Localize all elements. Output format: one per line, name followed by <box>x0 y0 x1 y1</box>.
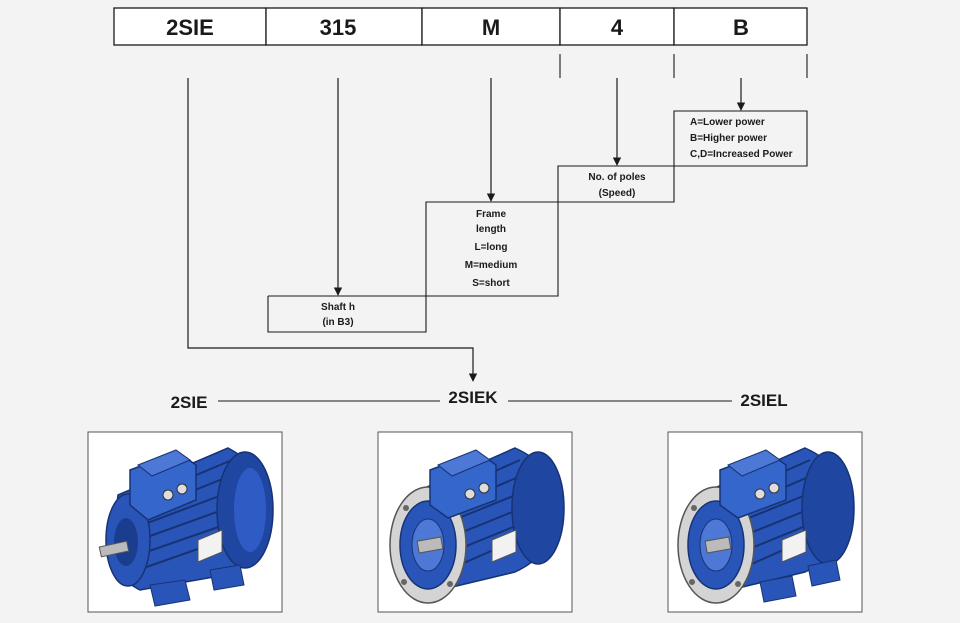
arrows <box>187 78 746 382</box>
frame-box-line-3: L=long <box>474 242 507 253</box>
poles-box-line-1: No. of poles <box>588 172 646 183</box>
frame-box-line-2: length <box>476 224 506 235</box>
arrow-series <box>187 78 478 382</box>
code-series-text: 2SIE <box>166 15 214 40</box>
shaft-box-line-2: (in B3) <box>322 317 353 328</box>
code-frame-text: M <box>482 15 500 40</box>
code-shaft-text: 315 <box>320 15 357 40</box>
power-box-line-2: B=Higher power <box>690 133 767 144</box>
header-ticks <box>559 54 808 78</box>
power-box-line-1: A=Lower power <box>690 117 765 128</box>
variant-label-2sie: 2SIE <box>171 393 208 412</box>
code-poles-text: 4 <box>611 15 624 40</box>
variant-label-2siek: 2SIEK <box>448 388 498 407</box>
variant-label-2siel: 2SIEL <box>740 391 787 410</box>
motor-image-2siek <box>377 431 573 613</box>
code-cell-frame <box>421 7 561 46</box>
code-header <box>113 7 808 46</box>
code-cell-series <box>113 7 267 46</box>
staircase-outline <box>267 110 808 333</box>
code-cell-power <box>673 7 808 46</box>
code-power-text: B <box>733 15 749 40</box>
frame-box-line-4: M=medium <box>465 260 518 271</box>
power-box-line-3: C,D=Increased Power <box>690 149 793 160</box>
motor-image-2siel <box>667 431 863 613</box>
frame-box-line-5: S=short <box>472 278 510 289</box>
poles-box-line-2: (Speed) <box>599 188 636 199</box>
frame-box-line-1: Frame <box>476 209 506 220</box>
motor-image-2sie <box>87 431 283 613</box>
shaft-box-line-1: Shaft h <box>321 302 355 313</box>
code-cell-shaft <box>265 7 423 46</box>
